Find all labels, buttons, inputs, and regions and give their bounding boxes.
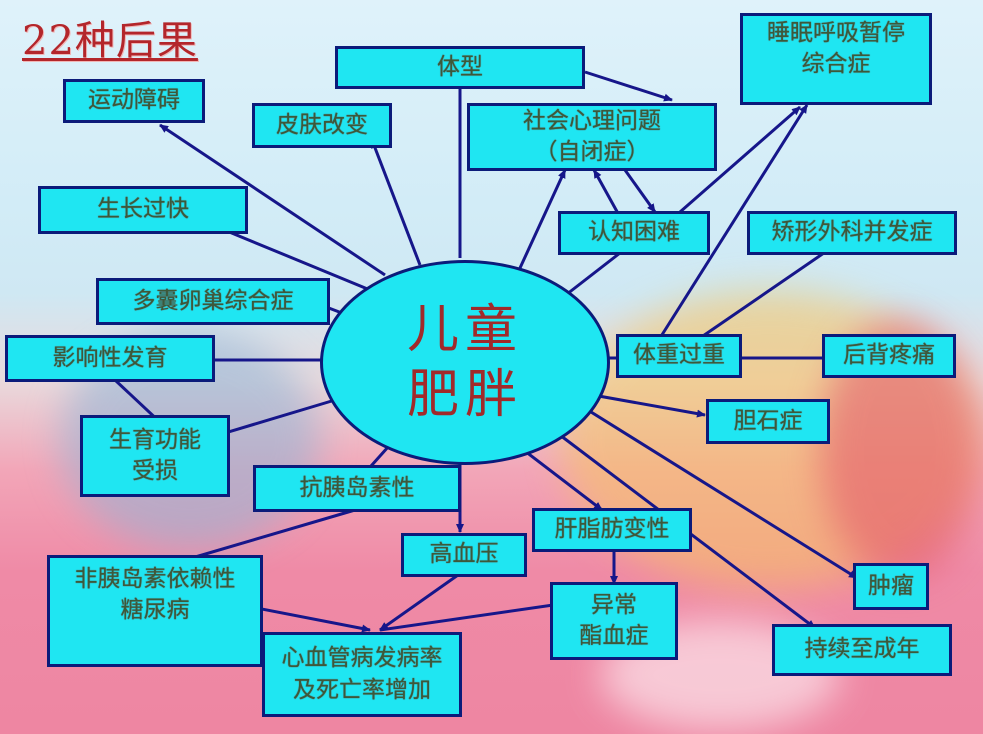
node-back-pain: 后背疼痛 [822, 334, 956, 378]
node-cognitive: 认知困难 [558, 211, 710, 255]
node-orthopedic: 矫形外科并发症 [747, 211, 957, 255]
node-cardiovascular: 心血管病发病率 及死亡率增加 [262, 632, 462, 717]
node-motor-disorder: 运动障碍 [63, 79, 205, 123]
page-title: 22种后果 [22, 18, 198, 64]
node-dyslipidemia: 异常 酯血症 [550, 582, 678, 660]
node-skin-change: 皮肤改变 [252, 103, 392, 148]
node-fatty-liver: 肝脂肪变性 [532, 508, 692, 552]
node-insulin-resistance: 抗胰岛素性 [253, 465, 461, 512]
node-hypertension: 高血压 [401, 533, 527, 577]
node-sexual-development: 影响性发育 [5, 335, 215, 382]
node-persist-adulthood: 持续至成年 [772, 624, 952, 676]
node-type2-diabetes: 非胰岛素依赖性 糖尿病 [47, 555, 263, 667]
node-pcos: 多囊卵巢综合症 [96, 278, 330, 325]
node-tumor: 肿瘤 [853, 563, 929, 610]
node-rapid-growth: 生长过快 [38, 186, 248, 234]
node-fertility: 生育功能 受损 [80, 415, 230, 497]
node-sleep-apnea: 睡眠呼吸暂停 综合症 [740, 13, 932, 105]
node-psychosocial: 社会心理问题 （自闭症） [467, 103, 717, 171]
center-node-childhood-obesity: 儿童 肥胖 [320, 260, 610, 465]
node-gallstone: 胆石症 [706, 399, 830, 444]
node-body-shape: 体型 [335, 46, 585, 89]
node-overweight: 体重过重 [616, 334, 742, 378]
